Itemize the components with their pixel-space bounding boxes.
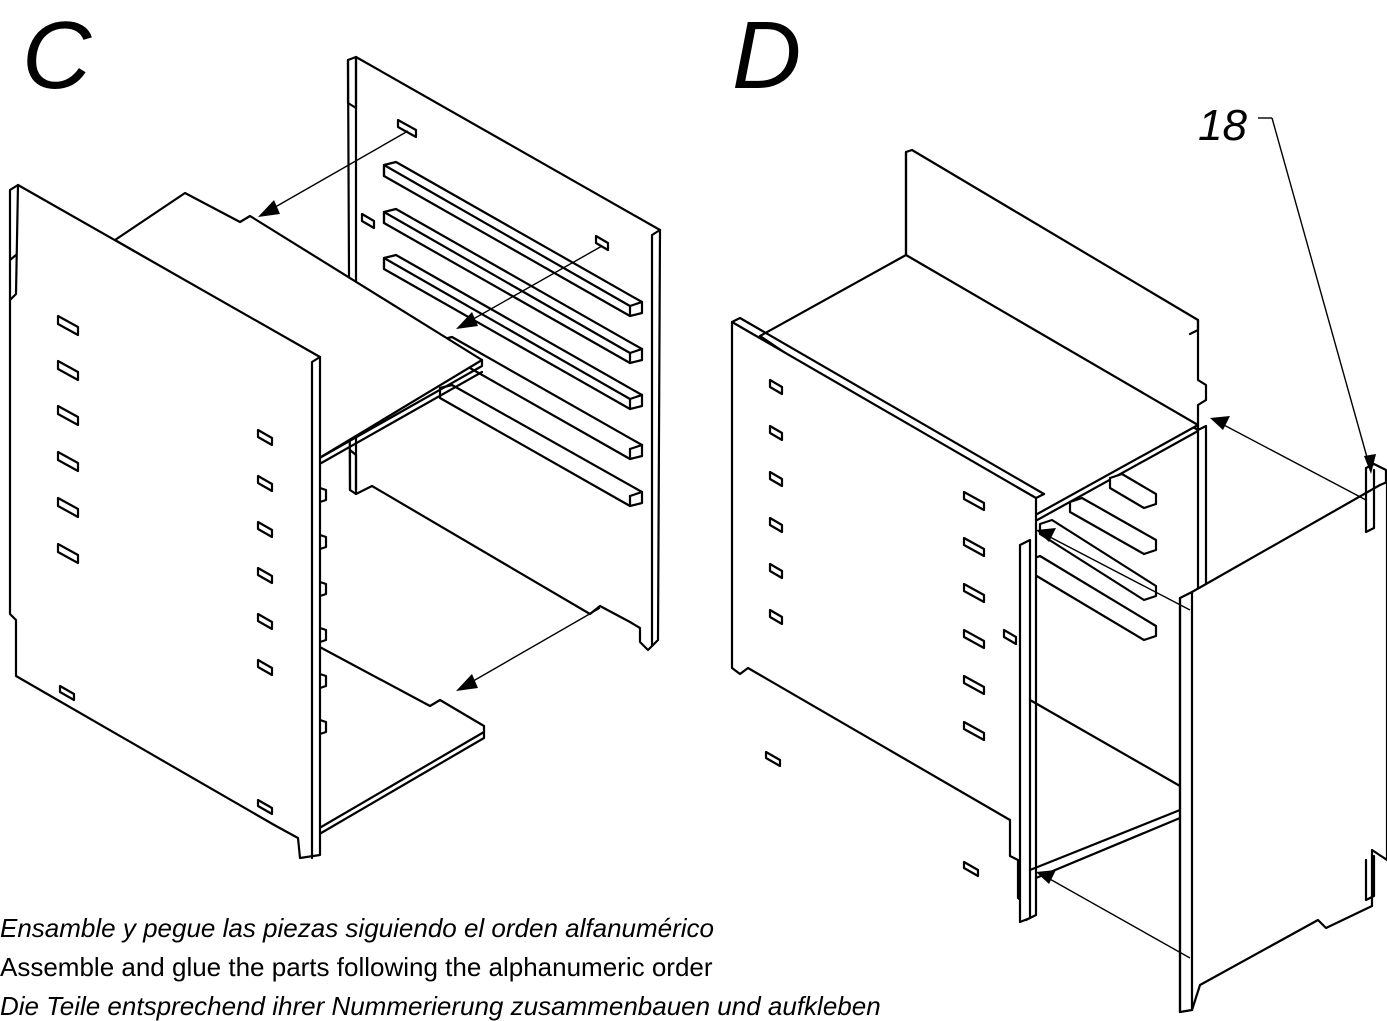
slot	[594, 234, 610, 252]
rail	[438, 383, 644, 508]
slot	[56, 450, 80, 473]
instruction-german: Die Teile entsprechend ihrer Nummerierun…	[0, 991, 881, 1021]
rails	[1028, 472, 1158, 642]
slot	[256, 566, 274, 585]
panel-edge	[1018, 538, 1032, 924]
slot	[768, 470, 784, 488]
slot	[360, 212, 376, 230]
instruction-english: Assemble and glue the parts following th…	[0, 952, 713, 982]
slot	[768, 562, 784, 580]
slot	[962, 720, 986, 742]
slot	[768, 608, 784, 626]
step-label-d: D	[732, 2, 802, 109]
slot	[962, 536, 986, 558]
rail	[382, 160, 644, 318]
slot	[58, 684, 76, 702]
slot	[256, 520, 274, 539]
rail	[382, 253, 644, 411]
slot	[56, 496, 80, 519]
step-d-assembly	[730, 117, 1387, 1014]
rail	[1038, 518, 1158, 602]
rail	[1068, 496, 1158, 556]
slot	[768, 424, 784, 442]
slot	[962, 628, 986, 650]
slot	[256, 612, 274, 631]
slot	[764, 750, 782, 768]
slot	[1002, 628, 1018, 646]
slot	[962, 860, 980, 878]
slot	[56, 404, 80, 427]
slot	[962, 674, 986, 696]
slot	[768, 378, 784, 396]
slot	[962, 582, 986, 604]
slot	[396, 118, 418, 139]
step-c-assembly	[8, 55, 662, 860]
callout-leader	[1271, 117, 1371, 469]
slot	[56, 314, 80, 337]
side-panel-left	[8, 183, 328, 860]
assembly-arrows-d	[1036, 117, 1376, 959]
side-panel-left	[730, 316, 1046, 922]
slot	[962, 490, 986, 512]
slot	[256, 658, 274, 677]
slot	[256, 798, 274, 816]
slot	[256, 474, 274, 493]
side-panel-right	[1178, 462, 1387, 1014]
slot	[256, 428, 274, 447]
shelf-bottom	[314, 643, 486, 838]
part-number-callout: 18	[1198, 101, 1247, 150]
rail	[1108, 472, 1158, 510]
assembly-arrows-c	[258, 130, 603, 691]
rails	[382, 160, 644, 508]
shelf-bottom	[1028, 698, 1182, 880]
instruction-spanish: Ensamble y pegue las piezas siguiendo el…	[0, 913, 714, 943]
rail	[382, 207, 644, 365]
slot	[56, 542, 80, 565]
step-label-c: C	[22, 2, 92, 109]
slot	[768, 516, 784, 534]
slot	[56, 359, 80, 382]
